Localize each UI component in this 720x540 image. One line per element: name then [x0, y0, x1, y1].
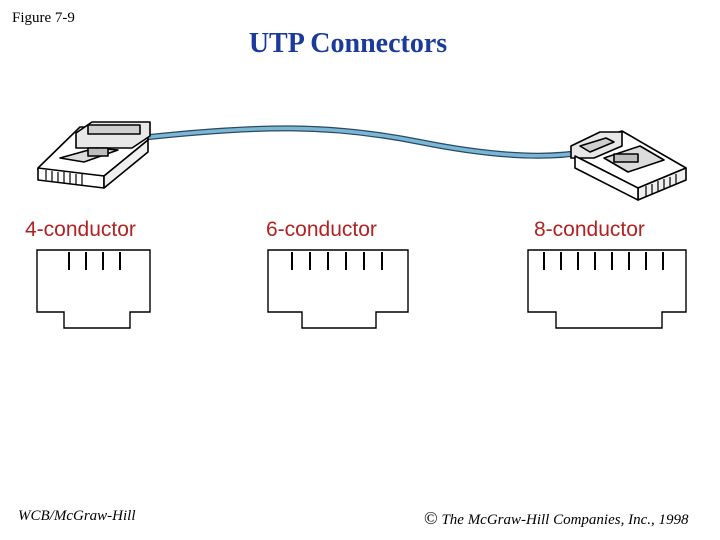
- jack-outline-6-conductor: [267, 249, 409, 329]
- rj-plug-right-icon: [570, 130, 687, 201]
- copyright-text: The McGraw-Hill Companies, Inc., 1998: [441, 512, 689, 528]
- jack-pins-4: [68, 252, 121, 270]
- label-6-conductor: 6-conductor: [266, 218, 377, 241]
- jack-outline-8-conductor: [527, 249, 687, 329]
- jack-outline-4-conductor: [36, 249, 151, 329]
- cable-icon: [137, 125, 588, 159]
- publisher-footer: WCB/McGraw-Hill: [18, 508, 136, 524]
- copyright-icon: ©: [424, 508, 438, 528]
- label-8-conductor: 8-conductor: [534, 218, 645, 241]
- jack-pins-8: [543, 252, 664, 270]
- jack-pins-6: [291, 252, 383, 270]
- figure-label: Figure 7-9: [12, 10, 75, 26]
- label-4-conductor: 4-conductor: [25, 218, 136, 241]
- rj-plug-left-icon: [37, 121, 151, 189]
- page-title: UTP Connectors: [248, 28, 448, 59]
- copyright-footer: © The McGraw-Hill Companies, Inc., 1998: [424, 508, 689, 529]
